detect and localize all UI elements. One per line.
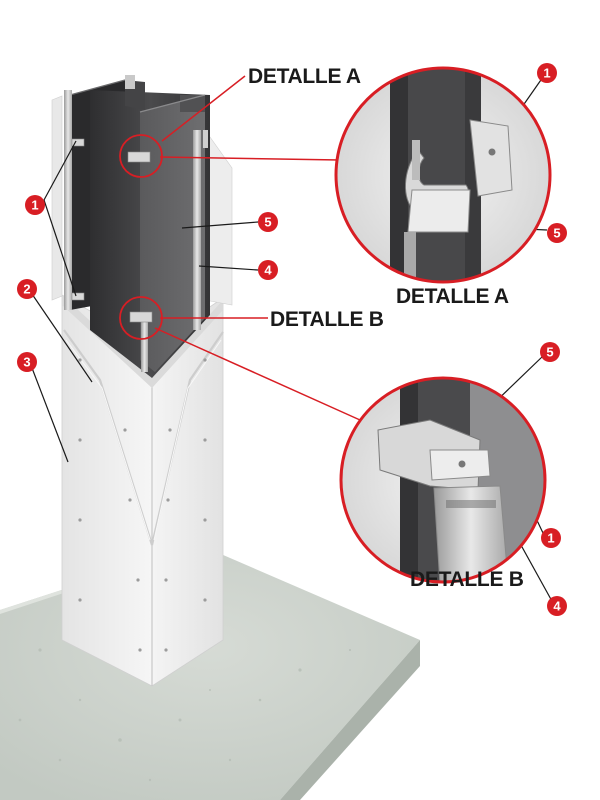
callout-1-detail-b-text: 1 [547,531,554,546]
callout-4-main: 4 [258,260,278,280]
callout-5-main-text: 5 [264,215,271,230]
metal-channels [64,75,208,372]
detalle-a-inset-label: DETALLE A [396,285,509,308]
callout-5-detail-b-text: 5 [546,345,553,360]
callout-1-detail-a: 1 [537,63,557,83]
callout-2-text: 2 [23,282,30,297]
clips [71,138,153,323]
callout-3-text: 3 [23,355,30,370]
detail-connectors [154,75,361,421]
detalle-a-label: DETALLE A [248,65,361,88]
detail-b-marker [119,296,163,340]
callout-4-detail-b-text: 4 [553,599,561,614]
callout-2: 2 [17,279,37,299]
detail-a-marker [119,134,163,178]
detail-b-inset [339,376,547,584]
detail-a-inset [334,66,552,284]
callout-1-detail-a-text: 1 [543,66,550,81]
callout-5-detail-b: 5 [540,342,560,362]
callout-5-main: 5 [258,212,278,232]
callout-1-main: 1 [25,195,45,215]
callout-markers: 1 2 3 5 4 1 5 5 [17,63,567,616]
callout-1-detail-b: 1 [541,528,561,548]
callout-3: 3 [17,352,37,372]
callout-5-detail-a-text: 5 [553,226,560,241]
detalle-b-label: DETALLE B [270,308,384,331]
detalle-b-inset-label: DETALLE B [410,568,524,591]
callout-4-main-text: 4 [264,263,272,278]
callout-4-detail-b: 4 [547,596,567,616]
callout-5-detail-a: 5 [547,223,567,243]
callout-1-text: 1 [31,198,38,213]
